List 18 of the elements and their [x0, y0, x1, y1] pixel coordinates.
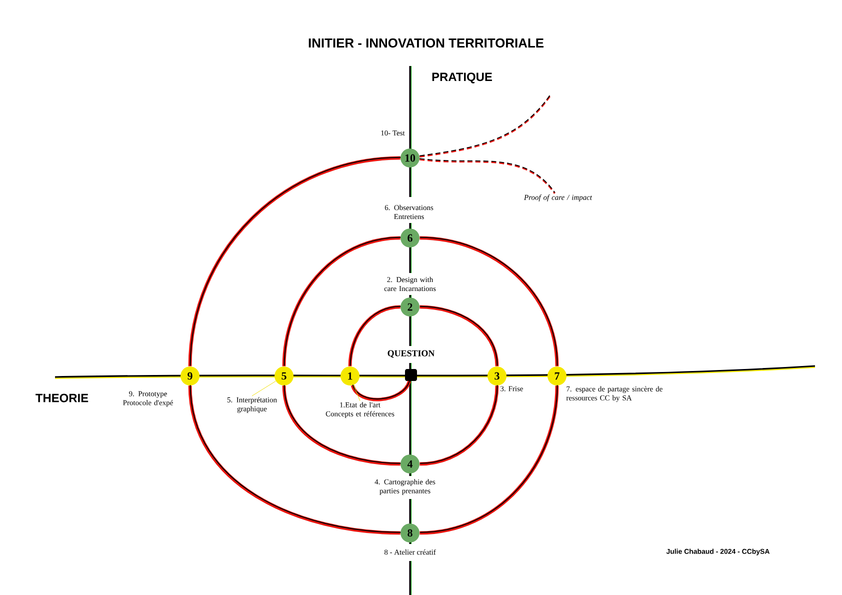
leader-line — [353, 384, 360, 402]
axis-label: PRATIQUE — [432, 72, 492, 84]
dashed-line — [419, 94, 551, 158]
spiral-line — [188, 384, 402, 535]
spiral-line — [188, 156, 402, 366]
spiral-line — [282, 384, 402, 466]
spiral-line — [282, 236, 402, 366]
spiral-line — [350, 380, 411, 402]
dashed-line — [419, 158, 556, 194]
spiral-line — [420, 384, 499, 466]
spiral-line — [420, 305, 499, 366]
spiral-line — [420, 236, 559, 366]
spiral-line — [420, 384, 559, 535]
spiral-line — [348, 305, 402, 366]
axis-label: THEORIE — [36, 394, 88, 402]
leader-line — [252, 380, 276, 396]
title: INITIER - INNOVATION TERRITORIALE — [308, 38, 544, 48]
question-label: QUESTION — [388, 350, 435, 358]
